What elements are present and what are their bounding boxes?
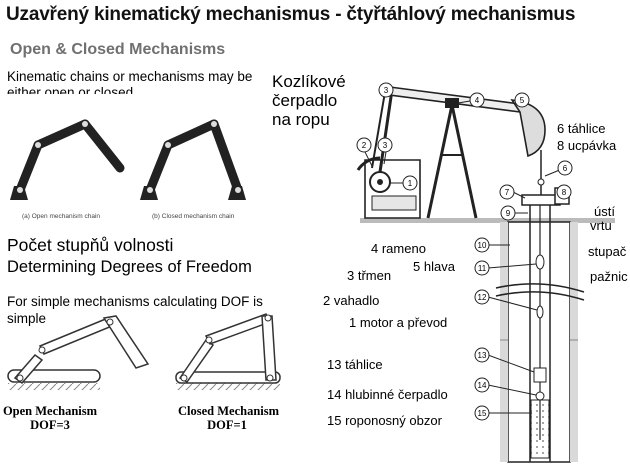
open-chain-caption: (a) Open mechanism chain [22,213,101,220]
marker-11-text: 11 [478,264,487,273]
marker-9: 9 [500,205,516,221]
label-vrtu: vrtu [590,218,612,233]
marker-13-text: 13 [478,351,487,360]
marker-4-text: 4 [475,96,480,105]
closed-chain-drawing [140,119,246,200]
open-chain-drawing [10,119,125,200]
label-3: 3 třmen [347,268,392,283]
marker-10: 10 [474,237,490,253]
label-5: 5 hlava [413,259,455,274]
marker-3: 3 [377,137,393,153]
simple-text-line-2: simple [7,311,47,326]
page-title: Uzavřený kinematický mechanismus - čtyřt… [6,4,576,25]
label-13: 13 táhlice [327,357,383,372]
marker-2: 2 [356,137,372,153]
label-8: 8 ucpávka [557,138,617,153]
label-stupac: stupač [588,244,627,259]
marker-8: 8 [556,184,572,200]
label-2: 2 vahadlo [323,293,380,308]
dof-heading-en: Determining Degrees of Freedom [7,258,252,276]
marker-9-text: 9 [506,209,511,218]
marker-6: 6 [557,160,573,176]
label-paznic: pažnic [590,269,628,284]
label-14: 14 hlubinné čerpadlo [327,387,448,402]
marker-3b: 3 [378,82,394,98]
dof-heading-cz: Počet stupňů volnosti [7,235,174,255]
marker-14: 14 [474,377,490,393]
marker-8-text: 8 [562,188,567,197]
marker-4: 4 [469,92,485,108]
marker-15-text: 15 [478,409,487,418]
page-subtitle: Open & Closed Mechanisms [10,41,226,58]
marker-5-text: 5 [520,96,525,105]
marker-3-text: 3 [383,141,388,150]
label-15: 15 roponosný obzor [327,413,442,428]
markers: 1 2 3 3 4 5 6 7 8 9 10 11 12 13 14 15 [356,82,573,421]
label-4: 4 rameno [371,241,426,256]
closed-mechanism-dof: DOF=1 [207,418,247,432]
label-6: 6 táhlice [557,121,606,136]
closed-mechanism-label: Closed Mechanism [178,404,280,418]
kinematic-text-line-2: either open or closed [7,85,134,94]
marker-13: 13 [474,347,490,363]
marker-5: 5 [514,92,530,108]
marker-11: 11 [474,260,490,276]
label-usti: ústí [594,204,615,219]
marker-3b-text: 3 [384,86,389,95]
marker-7: 7 [499,184,515,200]
open-mechanism-drawing [7,315,150,390]
marker-6-text: 6 [563,164,568,173]
marker-10-text: 10 [478,241,487,250]
kinematic-text-line-1: Kinematic chains or mechanisms may be [7,69,253,84]
marker-15: 15 [474,405,490,421]
closed-chain-caption: (b) Closed mechanism chain [152,213,235,220]
pump-title-line-1: Kozlíkové [272,72,346,91]
marker-2-text: 2 [362,141,367,150]
simple-text-line-1: For simple mechanisms calculating DOF is [7,294,263,309]
open-mechanism-dof: DOF=3 [30,418,70,432]
marker-7-text: 7 [505,188,510,197]
pump-title-line-2: čerpadlo [272,91,338,110]
open-mechanism-label: Open Mechanism [2,404,98,418]
pump-title-line-3: na ropu [272,110,330,129]
marker-12: 12 [474,289,490,305]
marker-1: 1 [402,175,418,191]
label-1: 1 motor a převod [349,315,448,330]
marker-1-text: 1 [408,179,413,188]
marker-14-text: 14 [478,381,487,390]
marker-12-text: 12 [478,293,487,302]
closed-mechanism-drawing [175,313,281,390]
pumpjack-drawing [356,85,615,463]
